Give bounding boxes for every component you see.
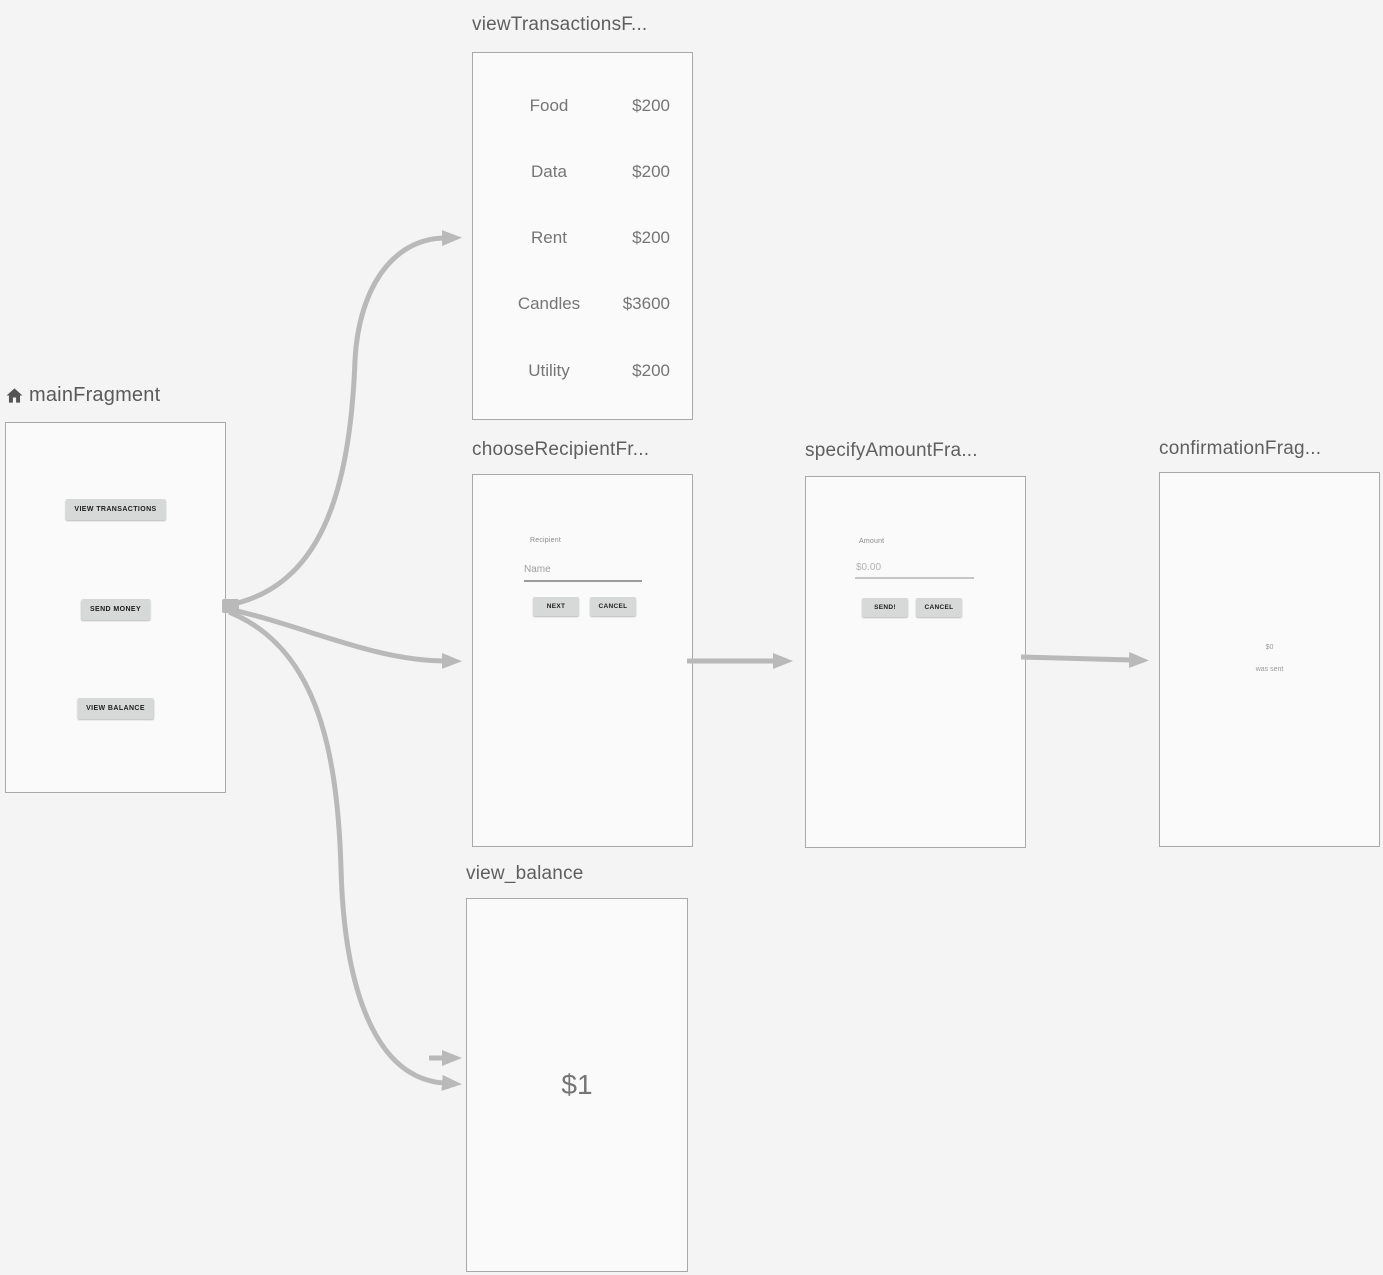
preview-button-send: SEND! (862, 598, 908, 617)
preview-button-cancel: CANCEL (916, 598, 962, 617)
transaction-amount: $200 (632, 361, 670, 380)
fragment-card-main[interactable]: VIEW TRANSACTIONS SEND MONEY VIEW BALANC… (5, 422, 226, 793)
fragment-title-specify-amount[interactable]: specifyAmountFra... (805, 440, 978, 462)
recipient-input-hint: Name (524, 564, 551, 575)
action-main-to-view-transactions[interactable] (228, 230, 462, 608)
preview-button-send-money: SEND MONEY (80, 599, 151, 620)
fragment-card-choose-recipient[interactable]: Recipient Name NEXT CANCEL (472, 474, 693, 847)
transaction-row: Candles $3600 (473, 294, 692, 316)
fragment-title-main[interactable]: mainFragment (5, 384, 160, 407)
transaction-label: Data (531, 162, 567, 181)
recipient-input-underline (524, 580, 642, 582)
recipient-field-label: Recipient (530, 537, 561, 544)
fragment-title-label: view_balance (466, 863, 584, 884)
transaction-amount: $200 (632, 96, 670, 115)
preview-button-view-balance: VIEW BALANCE (77, 698, 154, 719)
fragment-title-label: specifyAmountFra... (805, 440, 978, 461)
fragment-title-label: viewTransactionsF... (472, 14, 648, 35)
fragment-title-label: chooseRecipientFr... (472, 439, 650, 460)
transaction-label: Candles (517, 294, 581, 313)
preview-button-next: NEXT (533, 597, 579, 616)
home-icon (6, 388, 23, 403)
transaction-label: Food (529, 96, 569, 115)
action-specify-amount-to-confirmation[interactable] (1020, 651, 1149, 668)
transaction-amount: $200 (632, 162, 670, 181)
amount-input-hint: $0.00 (856, 562, 882, 573)
action-main-to-view-balance[interactable] (228, 609, 462, 1091)
fragment-title-label: confirmationFrag... (1159, 438, 1322, 459)
fragment-title-label: mainFragment (29, 384, 161, 406)
balance-text: $1 (561, 1069, 593, 1100)
amount-field-label: Amount (859, 538, 885, 545)
fragment-card-specify-amount[interactable]: Amount $0.00 SEND! CANCEL (805, 476, 1026, 848)
transaction-row: Utility $200 (473, 361, 692, 383)
action-main-to-choose-recipient[interactable] (228, 606, 462, 669)
preview-button-cancel: CANCEL (590, 597, 636, 616)
transaction-row: Rent $200 (473, 228, 692, 250)
fragment-title-view-transactions[interactable]: viewTransactionsF... (472, 14, 647, 36)
transaction-label: Rent (531, 228, 567, 247)
confirmation-amount-text: $0 (1265, 644, 1274, 651)
fragment-title-view-balance[interactable]: view_balance (466, 863, 584, 885)
fragment-title-choose-recipient[interactable]: chooseRecipientFr... (472, 439, 649, 461)
confirmation-sent-text: was sent (1255, 666, 1284, 673)
fragment-card-confirmation[interactable]: $0 was sent (1159, 472, 1380, 847)
fragment-title-confirmation[interactable]: confirmationFrag... (1159, 438, 1321, 460)
preview-button-view-transactions: VIEW TRANSACTIONS (65, 499, 166, 520)
transaction-amount: $3600 (622, 294, 670, 313)
fragment-card-view-transactions[interactable]: Food $200 Data $200 Rent $200 Candles $3… (472, 52, 693, 420)
transaction-row: Data $200 (473, 162, 692, 184)
transaction-label: Utility (528, 361, 570, 380)
transaction-amount: $200 (632, 228, 670, 247)
fragment-card-view-balance[interactable]: $1 (466, 898, 688, 1272)
amount-input-underline (855, 577, 974, 579)
transaction-row: Food $200 (473, 96, 692, 118)
